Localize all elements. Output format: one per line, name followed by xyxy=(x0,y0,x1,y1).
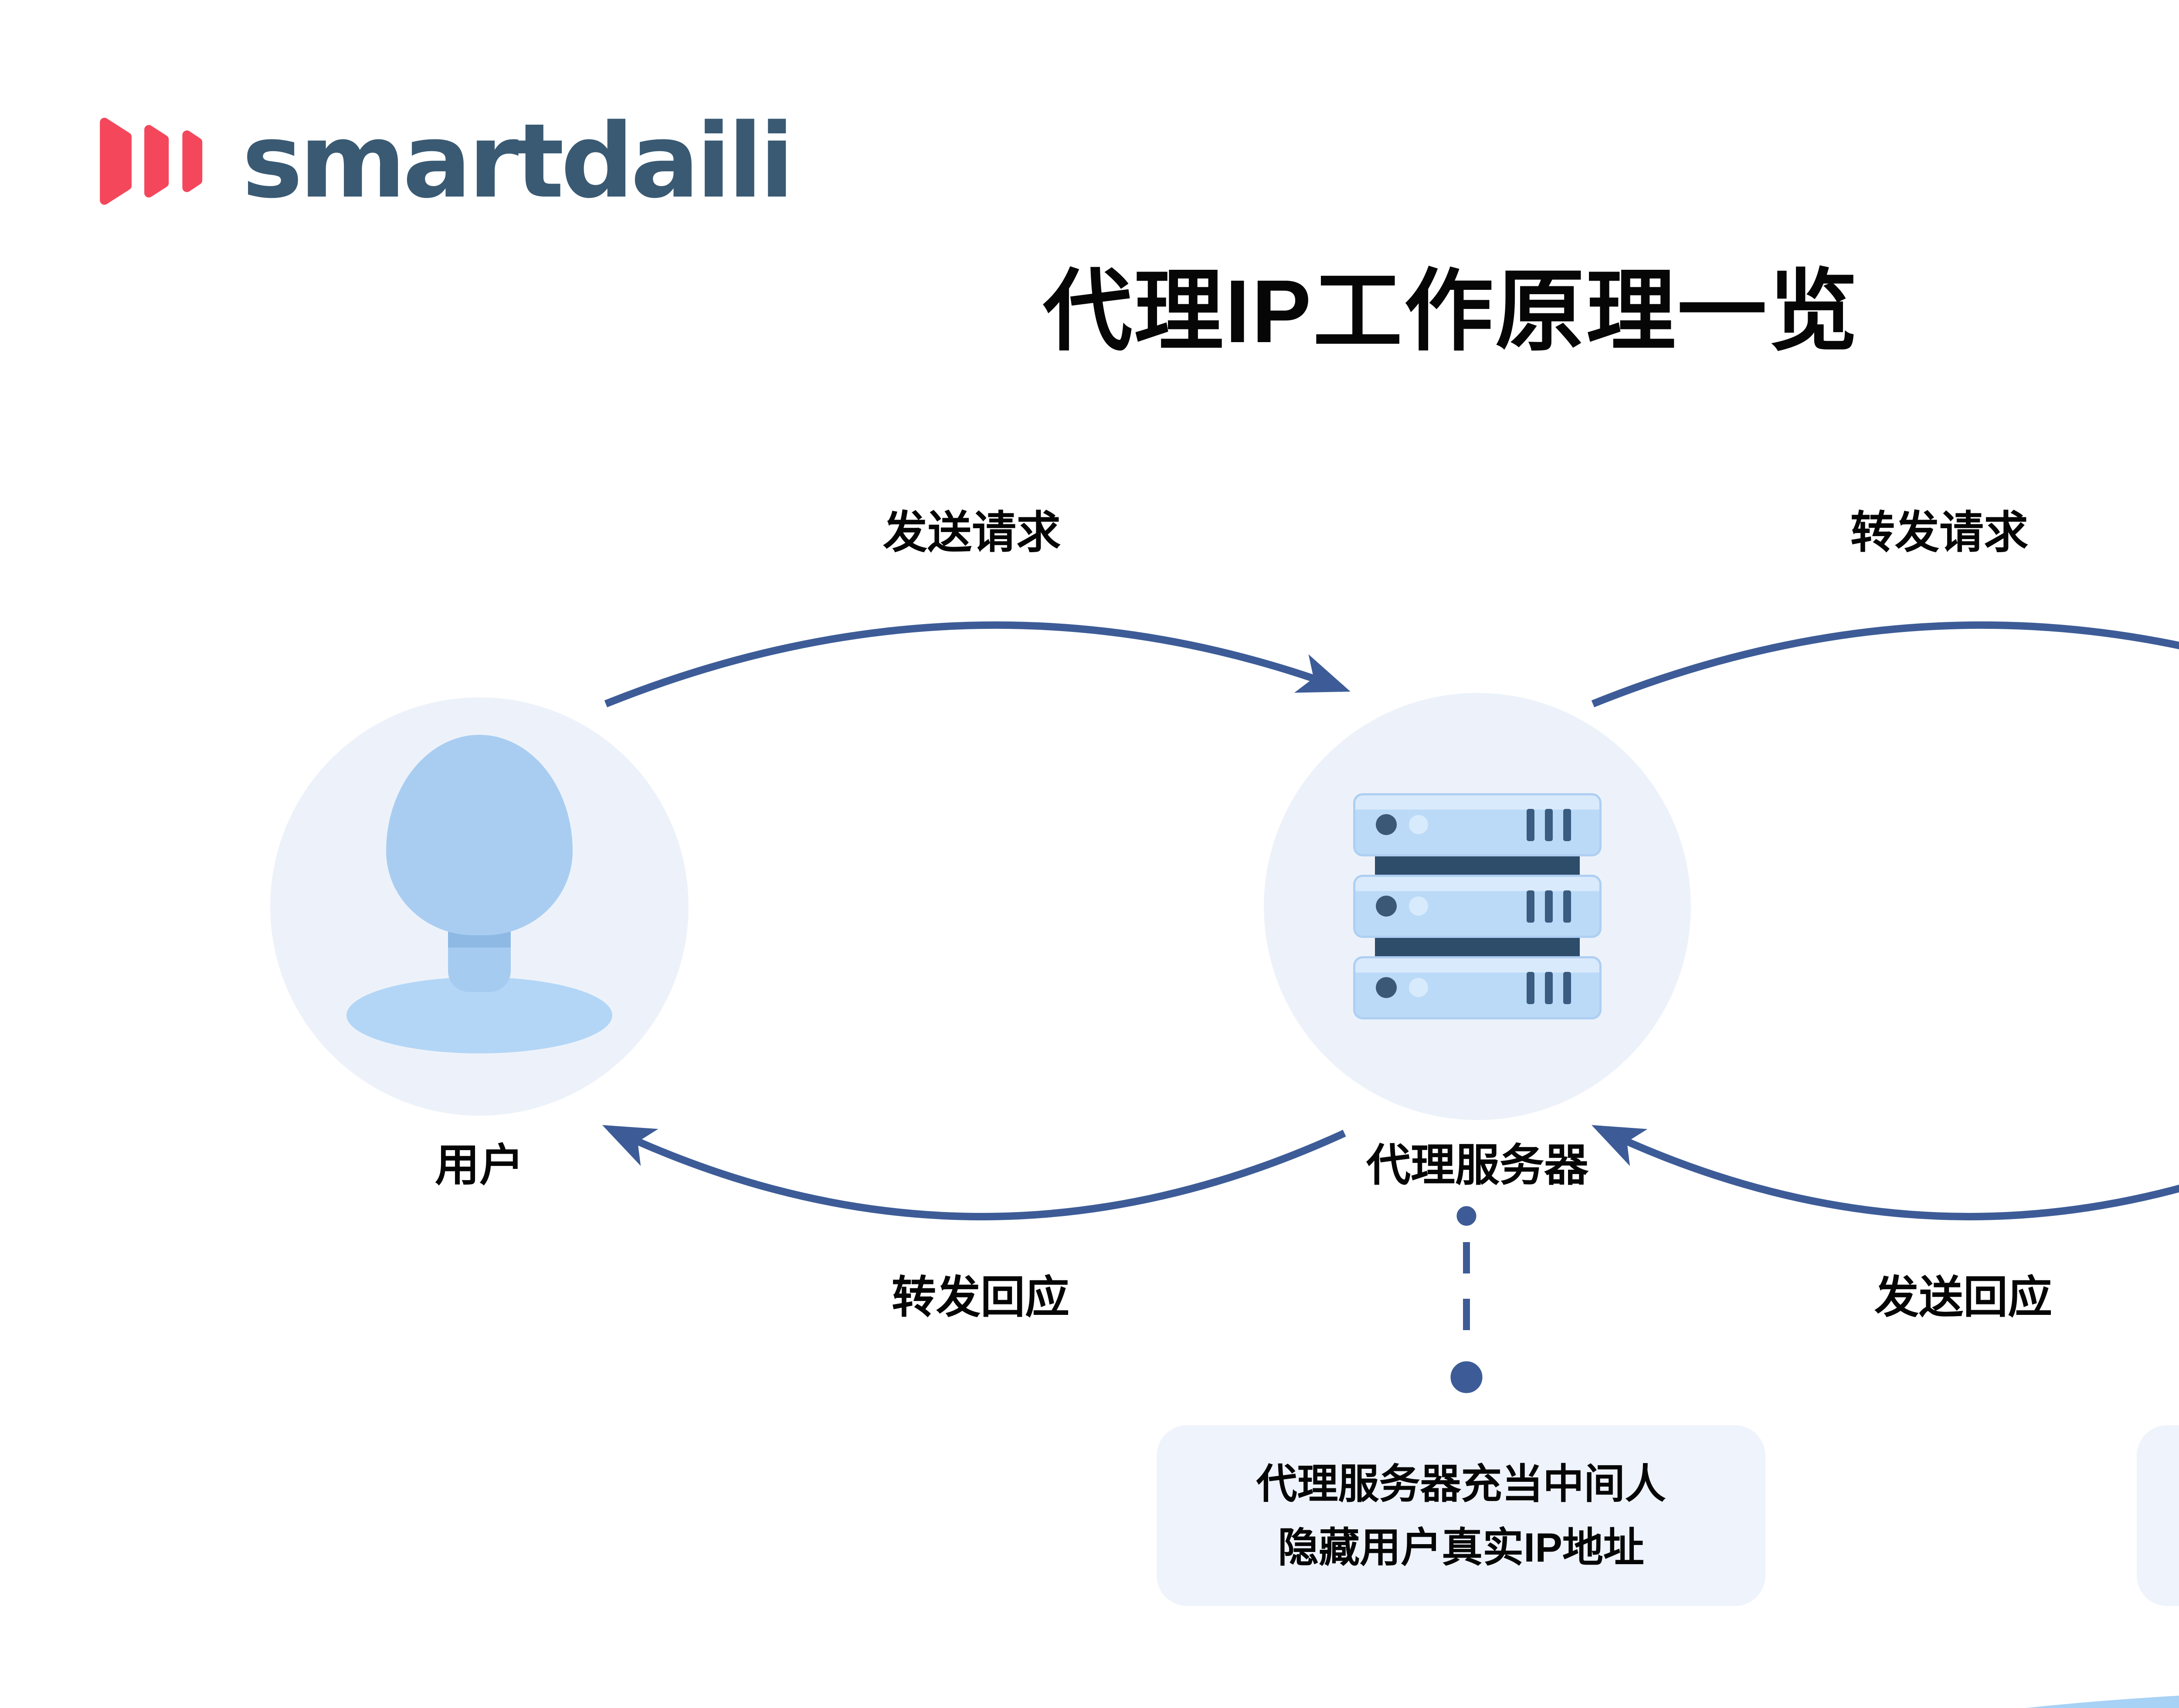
rack-vent-bar xyxy=(1563,890,1571,923)
rack-light-dot xyxy=(1409,815,1428,834)
arrow-forward-request xyxy=(1591,621,2179,707)
rack-light-dot xyxy=(1409,978,1428,997)
flow-label-forward-response: 转发回应 xyxy=(892,1273,1069,1322)
rack-light-dot xyxy=(1409,896,1428,916)
smartdaili-logo-icon xyxy=(100,118,203,205)
proxy-note-line2: 隐藏用户真实IP地址 xyxy=(1278,1524,1644,1570)
arrow-forward-response xyxy=(602,1125,1346,1221)
user-head-shape xyxy=(386,735,573,935)
server-rack-connector xyxy=(1375,936,1580,958)
arrow-send-response xyxy=(1591,1125,2179,1221)
rack-vent-bar xyxy=(1545,890,1553,923)
arrow-send-request xyxy=(604,621,1351,707)
server-rack-connector xyxy=(1375,854,1580,877)
user-node-label: 用户 xyxy=(435,1141,524,1190)
brand-logo: smartdaili xyxy=(98,100,794,222)
rack-vent-bar xyxy=(1563,972,1571,1004)
proxy-node-label: 代理服务器 xyxy=(1366,1141,1588,1190)
user-node-circle xyxy=(270,697,689,1116)
flow-label-forward-request: 转发请求 xyxy=(1850,508,2028,557)
flow-label-send-request: 发送请求 xyxy=(883,508,1061,557)
server-rack xyxy=(1353,793,1602,856)
proxy-node-circle xyxy=(1264,693,1691,1120)
rack-power-dot xyxy=(1376,814,1397,835)
rack-power-dot xyxy=(1376,977,1397,998)
proxy-note-line1: 代理服务器充当中间人 xyxy=(1256,1461,1666,1507)
rack-vent-bar xyxy=(1527,809,1534,841)
target-note-box: 目标网站只能看到来自 代理服务器的IP地址 xyxy=(2137,1425,2179,1606)
connector-dot-top xyxy=(1456,1206,1476,1226)
connector-dot-bottom xyxy=(1450,1361,1483,1393)
server-rack xyxy=(1353,875,1602,938)
proxy-note-box: 代理服务器充当中间人 隐藏用户真实IP地址 xyxy=(1157,1425,1765,1606)
rack-power-dot xyxy=(1376,896,1397,917)
rack-vent-bar xyxy=(1545,809,1553,841)
server-rack xyxy=(1353,956,1602,1019)
rack-vent-bar xyxy=(1563,809,1571,841)
user-neck-shape xyxy=(448,931,511,992)
rack-vent-bar xyxy=(1527,890,1534,923)
rack-vent-bar xyxy=(1527,972,1534,1004)
flow-label-send-response: 发送回应 xyxy=(1874,1273,2052,1322)
brand-name: smartdaili xyxy=(242,102,794,221)
rack-vent-bar xyxy=(1545,972,1553,1004)
page-title: 代理IP工作原理一览 xyxy=(1043,261,1860,361)
